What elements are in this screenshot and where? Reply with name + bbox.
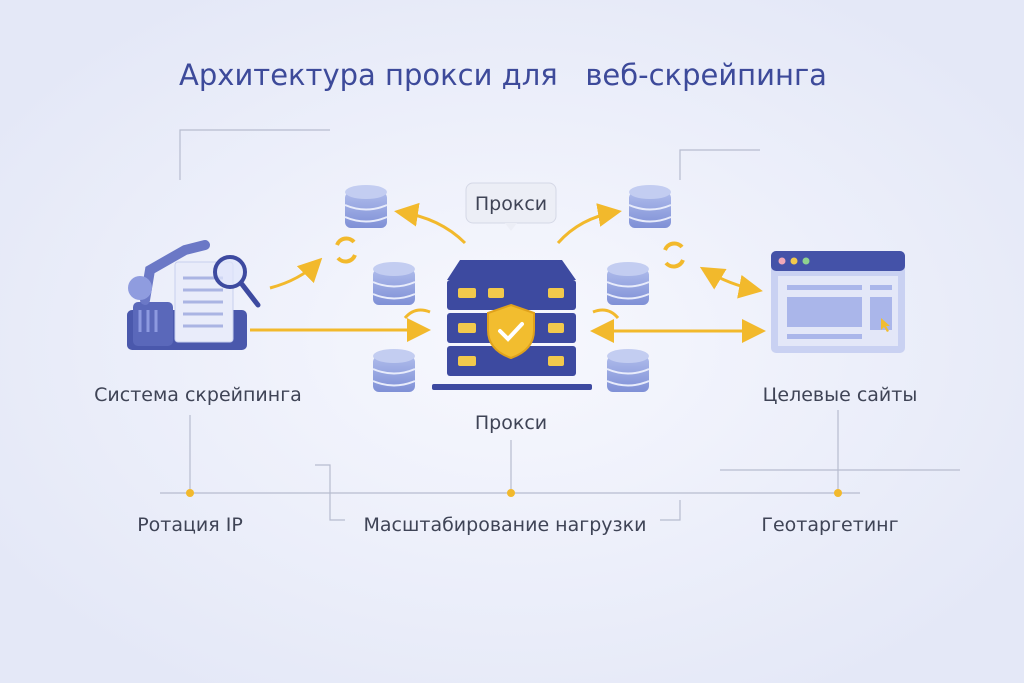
diagram-title: Архитектура прокси для веб-скрейпинга — [179, 58, 827, 92]
feature-geotargeting: Геотаргетинг — [761, 514, 898, 536]
database-icon — [606, 348, 650, 393]
proxy-bubble: Прокси — [465, 182, 557, 231]
cursor-icon — [881, 318, 890, 332]
feature-ip-rotation: Ротация IP — [137, 514, 243, 536]
database-icon — [606, 261, 650, 306]
feature-load-scaling: Масштабирование нагрузки — [364, 514, 647, 536]
database-icon — [372, 261, 416, 306]
connector-lines — [160, 129, 960, 521]
proxy-label: Прокси — [475, 412, 547, 434]
database-icon — [344, 184, 388, 229]
scraper-label: Система скрейпинга — [94, 384, 302, 406]
database-icon — [372, 348, 416, 393]
flow-arrows — [250, 202, 766, 343]
feature-dot-rotation — [186, 489, 194, 497]
feature-dot-geo — [834, 489, 842, 497]
database-icon — [628, 184, 672, 229]
proxy-bubble-label: Прокси — [475, 193, 547, 215]
scraper-robot-icon — [127, 240, 261, 350]
target-website-icon — [771, 251, 905, 353]
feature-dot-scaling — [507, 489, 515, 497]
shield-check-icon — [487, 303, 535, 360]
proxy-server-icon — [432, 260, 592, 390]
targets-label: Целевые сайты — [763, 384, 918, 406]
